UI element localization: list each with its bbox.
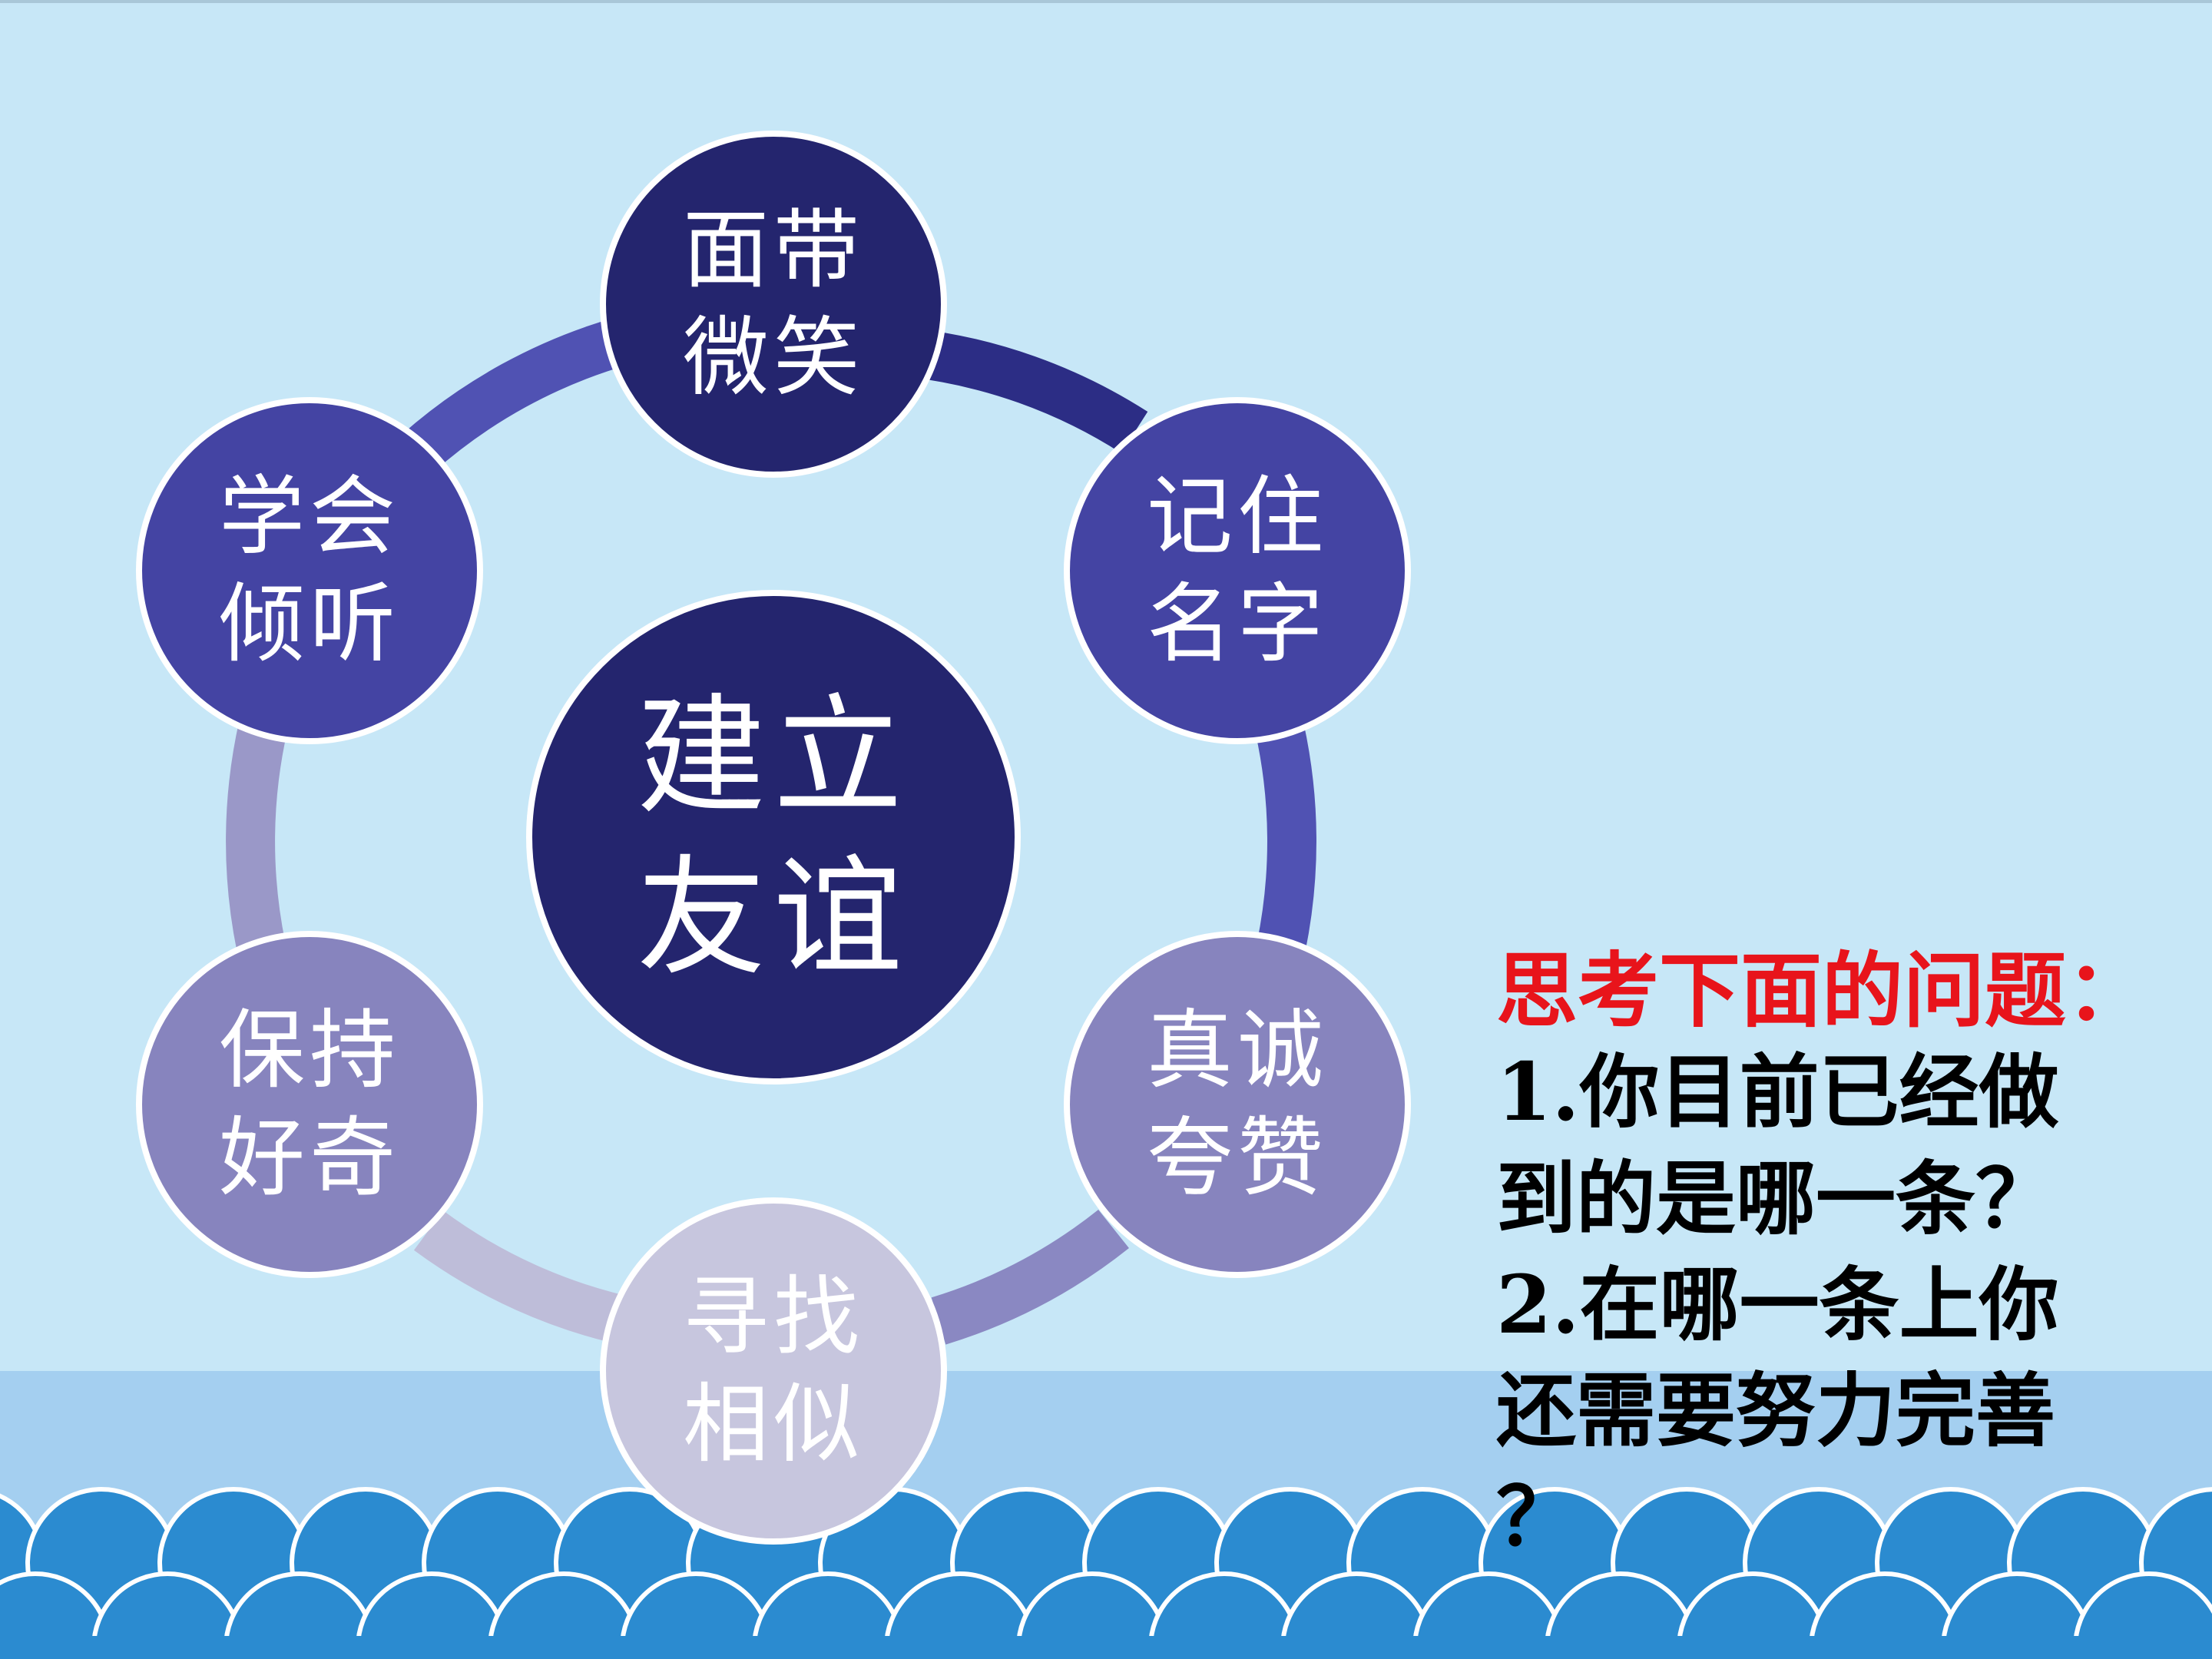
center-label-line1: 建立 xyxy=(637,681,910,832)
ring-arc-names-praise xyxy=(1255,723,1316,952)
node-similar-line1: 寻找 xyxy=(683,1267,864,1367)
top-border xyxy=(0,0,2212,3)
node-circle-names xyxy=(1064,397,1411,744)
friendship-ring xyxy=(226,317,1316,1347)
question-line-5: ？ xyxy=(1496,1469,1577,1565)
node-circle-praise xyxy=(1064,931,1411,1278)
node-listen-line1: 学会 xyxy=(219,467,400,567)
node-circle-curious xyxy=(136,931,483,1278)
node-smile-line2: 微笑 xyxy=(683,308,864,408)
node-label-praise: 真诚 夸赞 xyxy=(1107,997,1368,1212)
node-label-curious: 保持 好奇 xyxy=(179,997,440,1212)
ring-arc-praise-similar xyxy=(931,1209,1129,1345)
node-listen-line2: 倾听 xyxy=(219,575,400,674)
question-line-3: 2.在哪一条上你 xyxy=(1496,1257,2059,1352)
ring-arc-smile-names xyxy=(907,328,1148,454)
node-similar-line2: 相似 xyxy=(683,1375,864,1475)
question-line-4: 还需要努力完善 xyxy=(1496,1363,2056,1459)
node-circle-listen xyxy=(136,397,483,744)
node-label-names: 记住 名字 xyxy=(1107,463,1368,678)
ring-arc-listen-smile xyxy=(401,317,629,472)
ring-arc-similar-curious xyxy=(413,1210,639,1347)
question-line-1: 1.你目前已经做 xyxy=(1496,1045,2059,1140)
node-curious-line2: 好奇 xyxy=(219,1108,400,1208)
question-title: 思考下面的问题： xyxy=(1496,942,2147,1038)
center-label: 建立 友谊 xyxy=(589,676,958,998)
node-circle-smile xyxy=(600,131,947,478)
ring-arc-curious-listen xyxy=(226,719,288,952)
center-label-line2: 友谊 xyxy=(637,843,910,993)
node-praise-line2: 夸赞 xyxy=(1147,1108,1328,1208)
node-praise-line1: 真诚 xyxy=(1147,1001,1328,1101)
node-smile-line1: 面带 xyxy=(683,200,864,300)
node-label-listen: 学会 倾听 xyxy=(179,463,440,678)
node-names-line1: 记住 xyxy=(1147,467,1328,567)
node-label-similar: 寻找 相似 xyxy=(643,1263,904,1479)
wave-decoration xyxy=(0,1487,2212,1659)
question-line-2: 到的是哪一条？ xyxy=(1496,1151,2056,1246)
node-circle-similar xyxy=(600,1197,947,1545)
center-circle xyxy=(526,590,1021,1084)
node-names-line2: 名字 xyxy=(1147,575,1328,674)
question-block: 思考下面的问题： 1.你目前已经做 到的是哪一条？ 2.在哪一条上你 还需要努力… xyxy=(1496,942,2187,1571)
wave-base xyxy=(0,1636,2212,1659)
node-curious-line1: 保持 xyxy=(219,1001,400,1101)
node-label-smile: 面带 微笑 xyxy=(643,197,904,412)
